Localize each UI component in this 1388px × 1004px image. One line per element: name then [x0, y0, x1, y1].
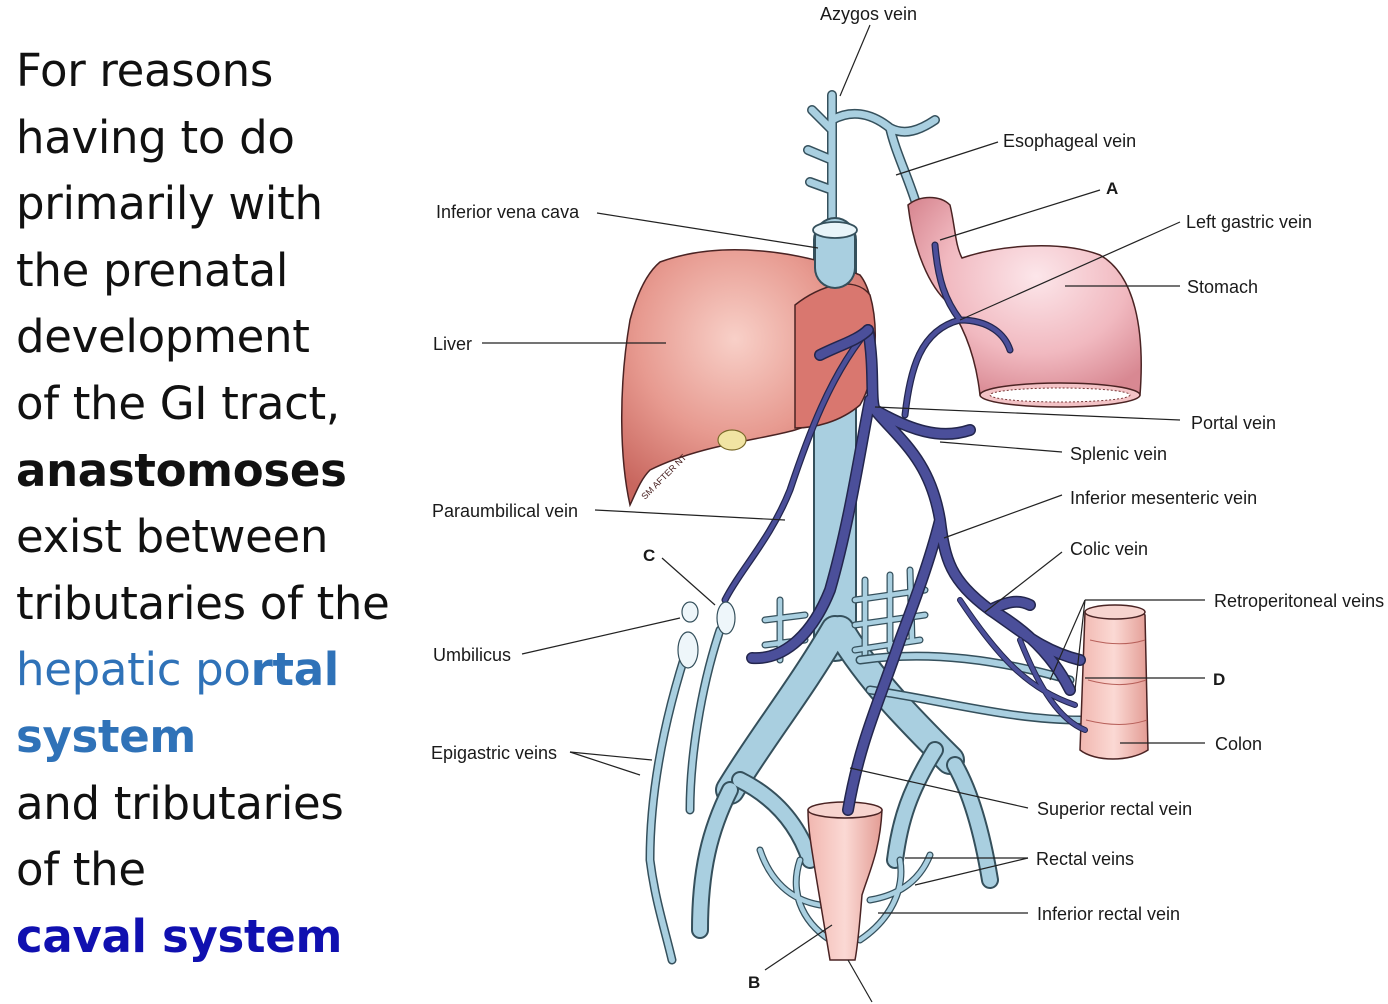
text-line-2: having to do [16, 110, 295, 164]
label-inferior-mesenteric-vein: Inferior mesenteric vein [1070, 488, 1257, 508]
text-line-hepatic-portal: hepatic portal [16, 637, 406, 704]
text-line-4: the prenatal [16, 243, 289, 297]
liver: SM AFTER NT [621, 217, 876, 508]
label-paraumbilical-vein: Paraumbilical vein [432, 501, 578, 521]
label-letter-b: B [748, 973, 760, 992]
text-line-caval-system: caval system [16, 909, 343, 963]
text-line-12: and tributaries [16, 776, 344, 830]
text-line-anastomoses: anastomoses [16, 443, 347, 497]
label-colon: Colon [1215, 734, 1262, 754]
portal-vessels [721, 241, 1088, 816]
label-umbilicus: Umbilicus [433, 645, 511, 665]
text-hepatic-po: hepatic po [16, 643, 251, 697]
label-liver: Liver [433, 334, 472, 354]
colon [1079, 604, 1149, 760]
label-azygos-vein: Azygos vein [820, 4, 917, 24]
text-line-13: of the [16, 843, 146, 897]
text-line-1: For reasons [16, 44, 274, 97]
label-inferior-vena-cava: Inferior vena cava [436, 202, 580, 222]
label-superior-rectal-vein: Superior rectal vein [1037, 799, 1192, 819]
text-rtal: rtal [250, 643, 340, 697]
leader-lines [482, 24, 1205, 1003]
label-epigastric-veins: Epigastric veins [431, 743, 557, 763]
text-line-5: development [16, 310, 310, 364]
label-letter-c: C [643, 546, 655, 565]
label-retroperitoneal-veins: Retroperitoneal veins [1214, 591, 1384, 611]
text-line-6: of the GI tract, [16, 376, 340, 430]
label-letter-a: A [1106, 179, 1118, 198]
text-line-8: exist between [16, 510, 329, 564]
diagram-labels: Azygos vein Esophageal vein A Left gastr… [431, 4, 1384, 992]
label-inferior-rectal-vein: Inferior rectal vein [1037, 904, 1180, 924]
ivc-opening [812, 221, 858, 239]
label-stomach: Stomach [1187, 277, 1258, 297]
text-line-system: system [16, 709, 197, 763]
umbilicus [677, 601, 736, 669]
label-left-gastric-vein: Left gastric vein [1186, 212, 1312, 232]
text-line-9: tributaries of the [16, 576, 390, 630]
explanation-text: For reasons having to do primarily with … [16, 38, 406, 970]
label-portal-vein: Portal vein [1191, 413, 1276, 433]
gallbladder [717, 429, 747, 451]
label-rectal-veins: Rectal veins [1036, 849, 1134, 869]
label-colic-vein: Colic vein [1070, 539, 1148, 559]
label-esophageal-vein: Esophageal vein [1003, 131, 1136, 151]
text-line-3: primarily with [16, 177, 323, 231]
stomach [907, 196, 1142, 408]
label-letter-d: D [1213, 670, 1225, 689]
label-splenic-vein: Splenic vein [1070, 444, 1167, 464]
